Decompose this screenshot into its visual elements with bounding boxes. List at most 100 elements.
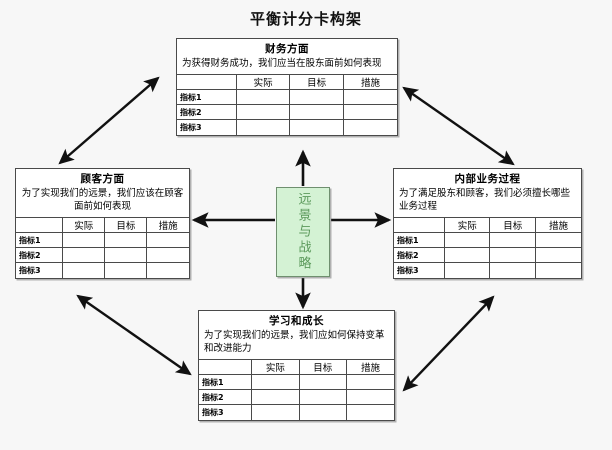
customer-description: 为了实现我们的远景，我们应该在顾客面前如何表现 [21, 188, 184, 212]
cell-target-3[interactable] [104, 262, 148, 278]
table-header-row: 实际 目标 措施 [16, 217, 189, 233]
cell-target-2[interactable] [104, 247, 148, 263]
table-row[interactable]: 指标3 [177, 119, 397, 135]
cell-measure-2[interactable] [342, 104, 397, 120]
header-target: 目标 [289, 74, 344, 90]
cell-measure-2[interactable] [346, 389, 394, 405]
header-measure: 措施 [146, 217, 189, 233]
cell-target-3[interactable] [298, 404, 348, 420]
table-header-row: 实际 目标 措施 [394, 217, 581, 233]
connector-customer-financial [58, 76, 160, 165]
row-label-3: 指标3 [199, 404, 253, 420]
cell-measure-3[interactable] [534, 262, 581, 278]
cell-actual-2[interactable] [251, 389, 300, 405]
table-row[interactable]: 指标3 [394, 262, 581, 278]
cell-actual-2[interactable] [62, 247, 106, 263]
connector-financial-internal [402, 86, 515, 166]
financial-table[interactable]: 实际 目标 措施 指标1 指标2 指标3 [177, 74, 397, 135]
table-row[interactable]: 指标2 [177, 104, 397, 120]
header-measure: 措施 [534, 217, 581, 233]
cell-target-3[interactable] [289, 119, 344, 135]
customer-table[interactable]: 实际 目标 措施 指标1 指标2 指标3 [16, 217, 189, 278]
cell-actual-2[interactable] [235, 104, 291, 120]
table-row[interactable]: 指标2 [394, 247, 581, 263]
internal-title: 内部业务过程 [454, 173, 521, 185]
table-row[interactable]: 指标1 [16, 232, 189, 248]
table-row[interactable]: 指标2 [16, 247, 189, 263]
row-label-2: 指标2 [177, 104, 237, 120]
cell-measure-1[interactable] [534, 232, 581, 248]
connector-customer-learning [76, 294, 192, 376]
cell-target-2[interactable] [489, 247, 536, 263]
connector-learning-internal [402, 295, 495, 392]
cell-measure-3[interactable] [346, 404, 394, 420]
table-row[interactable]: 指标1 [394, 232, 581, 248]
cell-target-1[interactable] [289, 89, 344, 105]
table-row[interactable]: 指标3 [16, 262, 189, 278]
internal-header: 内部业务过程 为了满足股东和顾客，我们必须擅长哪些业务过程 [394, 169, 581, 217]
header-blank [199, 359, 253, 375]
cell-actual-1[interactable] [443, 232, 491, 248]
header-measure: 措施 [342, 74, 397, 90]
cell-target-2[interactable] [289, 104, 344, 120]
customer-header: 顾客方面 为了实现我们的远景，我们应该在顾客面前如何表现 [16, 169, 189, 217]
perspective-box-financial[interactable]: 财务方面 为获得财务成功，我们应当在股东面前如何表现 实际 目标 措施 指标1 … [176, 38, 398, 136]
cell-actual-3[interactable] [235, 119, 291, 135]
row-label-2: 指标2 [394, 247, 445, 263]
financial-title: 财务方面 [265, 43, 309, 55]
cell-actual-3[interactable] [251, 404, 300, 420]
table-header-row: 实际 目标 措施 [177, 74, 397, 90]
table-row[interactable]: 指标1 [199, 374, 394, 390]
customer-title: 顾客方面 [80, 173, 125, 185]
row-label-2: 指标2 [199, 389, 253, 405]
learning-table[interactable]: 实际 目标 措施 指标1 指标2 指标3 [199, 359, 394, 420]
cell-actual-1[interactable] [62, 232, 106, 248]
cell-target-2[interactable] [298, 389, 348, 405]
internal-table[interactable]: 实际 目标 措施 指标1 指标2 指标3 [394, 217, 581, 278]
row-label-3: 指标3 [394, 262, 445, 278]
header-blank [394, 217, 445, 233]
row-label-1: 指标1 [16, 232, 64, 248]
table-header-row: 实际 目标 措施 [199, 359, 394, 375]
row-label-1: 指标1 [177, 89, 237, 105]
page-title: 平衡计分卡构架 [249, 10, 362, 28]
row-label-2: 指标2 [16, 247, 64, 263]
cell-actual-1[interactable] [251, 374, 300, 390]
header-target: 目标 [298, 359, 348, 375]
header-measure: 措施 [346, 359, 394, 375]
cell-measure-1[interactable] [346, 374, 394, 390]
learning-title: 学习和成长 [269, 315, 324, 327]
internal-description: 为了满足股东和顾客，我们必须擅长哪些业务过程 [399, 188, 571, 212]
cell-measure-1[interactable] [342, 89, 397, 105]
cell-actual-3[interactable] [443, 262, 491, 278]
header-blank [177, 74, 237, 90]
perspective-box-customer[interactable]: 顾客方面 为了实现我们的远景，我们应该在顾客面前如何表现 实际 目标 措施 指标… [15, 168, 190, 279]
header-blank [16, 217, 64, 233]
table-row[interactable]: 指标3 [199, 404, 394, 420]
vision-and-strategy-box[interactable]: 远景与战略 [276, 187, 330, 277]
cell-measure-3[interactable] [146, 262, 189, 278]
cell-measure-1[interactable] [146, 232, 189, 248]
cell-target-1[interactable] [489, 232, 536, 248]
perspective-box-internal-process[interactable]: 内部业务过程 为了满足股东和顾客，我们必须擅长哪些业务过程 实际 目标 措施 指… [393, 168, 582, 279]
learning-header: 学习和成长 为了实现我们的远景，我们应如何保持变革和改进能力 [199, 311, 394, 359]
cell-actual-3[interactable] [62, 262, 106, 278]
header-actual: 实际 [251, 359, 300, 375]
cell-actual-1[interactable] [235, 89, 291, 105]
cell-actual-2[interactable] [443, 247, 491, 263]
table-row[interactable]: 指标2 [199, 389, 394, 405]
financial-header: 财务方面 为获得财务成功，我们应当在股东面前如何表现 [177, 39, 397, 74]
cell-measure-2[interactable] [146, 247, 189, 263]
cell-target-1[interactable] [298, 374, 348, 390]
header-actual: 实际 [443, 217, 491, 233]
cell-measure-3[interactable] [342, 119, 397, 135]
table-row[interactable]: 指标1 [177, 89, 397, 105]
header-target: 目标 [104, 217, 148, 233]
vision-label: 远景与战略 [295, 192, 311, 272]
cell-target-3[interactable] [489, 262, 536, 278]
header-actual: 实际 [62, 217, 106, 233]
perspective-box-learning-growth[interactable]: 学习和成长 为了实现我们的远景，我们应如何保持变革和改进能力 实际 目标 措施 … [198, 310, 395, 421]
cell-target-1[interactable] [104, 232, 148, 248]
cell-measure-2[interactable] [534, 247, 581, 263]
